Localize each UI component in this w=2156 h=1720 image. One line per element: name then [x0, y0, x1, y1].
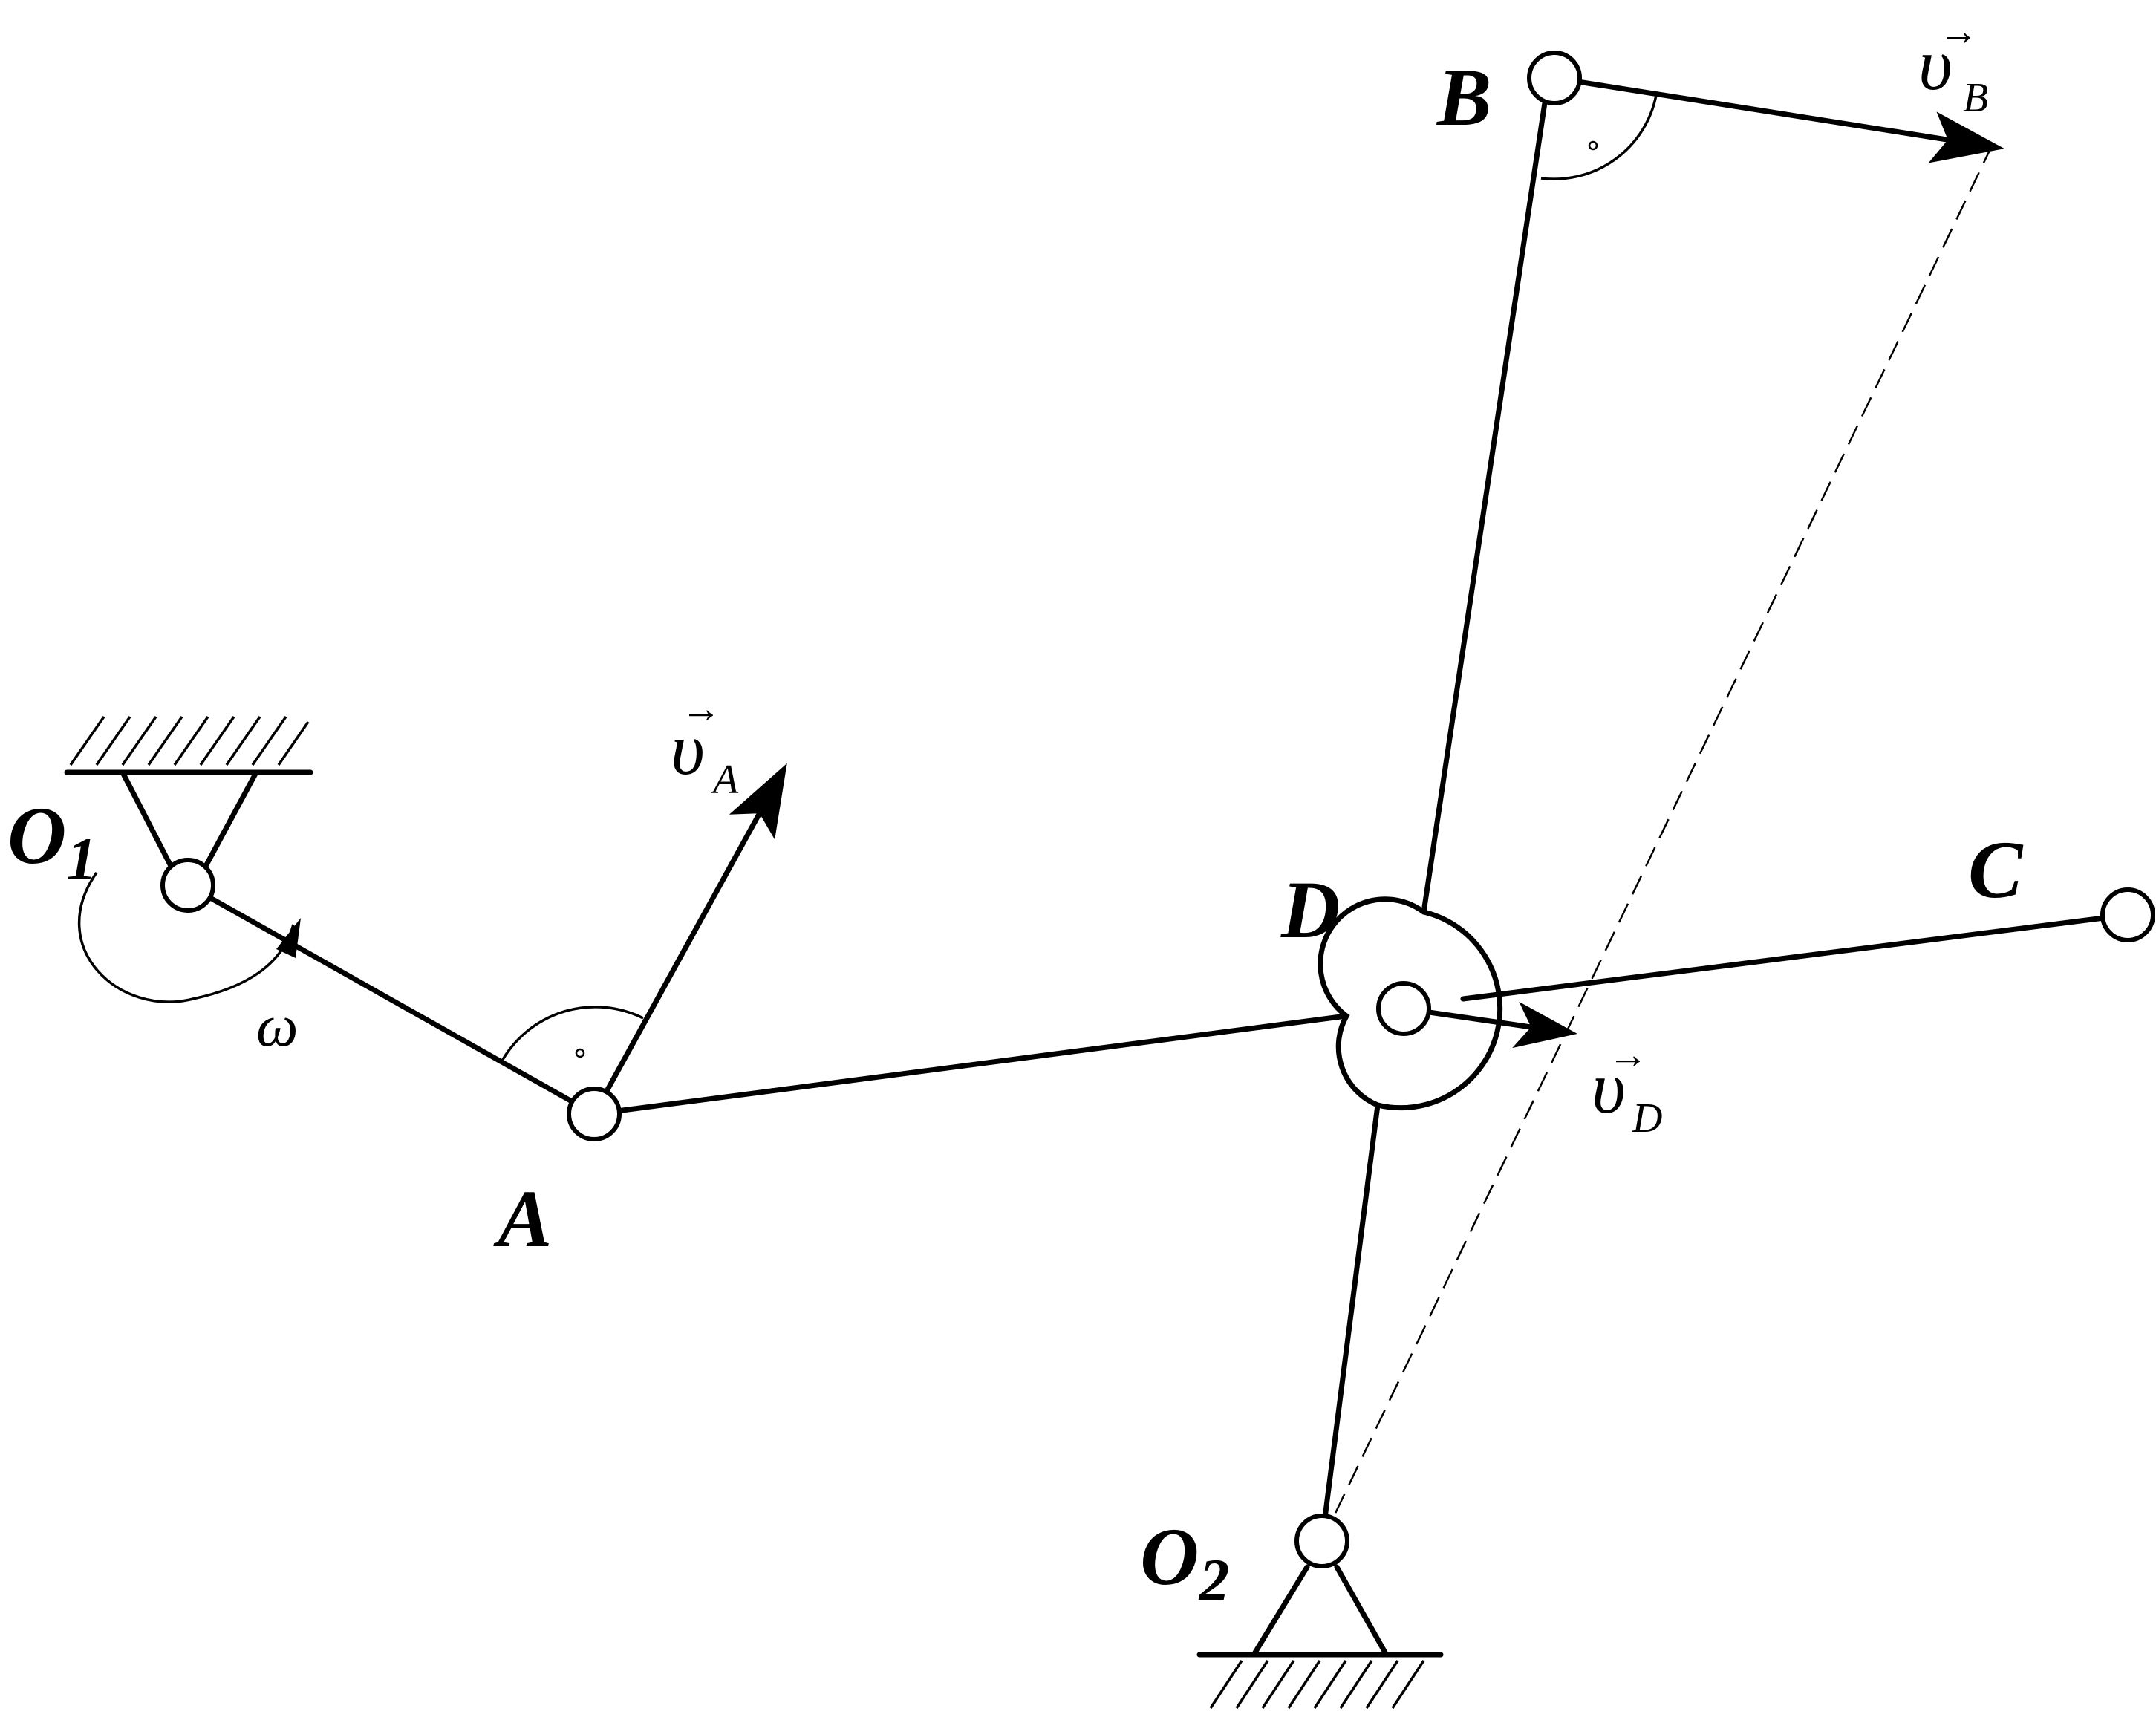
link-d-c — [1460, 912, 2131, 1002]
joint-o1 — [160, 858, 215, 913]
label-d: D — [1280, 864, 1340, 955]
link-d-b — [1421, 75, 1551, 915]
support-leg-o1-left — [120, 769, 175, 872]
label-omega: ω — [256, 994, 298, 1059]
right-angle-arc-a — [500, 1006, 644, 1063]
label-velocity-d: → υ D — [1592, 1032, 1662, 1141]
omega-arrow-icon — [276, 918, 301, 958]
link-o1-a — [185, 882, 597, 1117]
right-angle-dot-a — [575, 1048, 585, 1058]
svg-text:υ: υ — [671, 708, 705, 790]
velocity-vector-d — [1401, 1001, 1577, 1049]
joint-a — [567, 1087, 622, 1141]
joint-d — [1376, 981, 1431, 1036]
support-o2 — [1196, 1564, 1444, 1709]
svg-text:→: → — [1938, 9, 1978, 53]
label-a: A — [493, 1173, 552, 1264]
ground-hatch-o2 — [1209, 1660, 1425, 1709]
dashed-line-o2-b — [1320, 140, 1996, 1542]
link-d-o2 — [1319, 1102, 1381, 1544]
hub-d — [1318, 896, 1503, 1111]
label-b: B — [1436, 52, 1491, 143]
omega-arc — [77, 871, 295, 1003]
label-o1: O1 — [7, 790, 97, 893]
svg-text:υ: υ — [1918, 23, 1953, 105]
svg-text:υ: υ — [1592, 1046, 1626, 1129]
svg-text:A: A — [710, 757, 739, 803]
joint-o2 — [1294, 1514, 1349, 1568]
label-velocity-a: → υ A — [671, 686, 739, 803]
joint-c — [2100, 887, 2155, 942]
svg-text:D: D — [1632, 1095, 1662, 1141]
svg-text:B: B — [1963, 75, 1988, 121]
svg-text:→: → — [1608, 1032, 1648, 1077]
right-angle-dot-b — [1588, 140, 1598, 151]
velocity-vector-a — [591, 763, 787, 1117]
label-o2: O2 — [1140, 1511, 1229, 1614]
support-leg-o2-left — [1252, 1564, 1310, 1655]
joint-b — [1527, 51, 1582, 105]
ground-hatch-o1 — [69, 716, 310, 766]
velocity-vector-b — [1551, 75, 2004, 163]
label-c: C — [1968, 824, 2024, 915]
link-a-d — [591, 1013, 1349, 1117]
label-velocity-b: → υ B — [1918, 9, 1988, 121]
svg-text:→: → — [681, 686, 721, 731]
support-leg-o2-right — [1334, 1564, 1388, 1655]
right-angle-arc-b — [1540, 94, 1658, 180]
support-leg-o1-right — [201, 769, 259, 872]
support-o1 — [64, 716, 313, 872]
